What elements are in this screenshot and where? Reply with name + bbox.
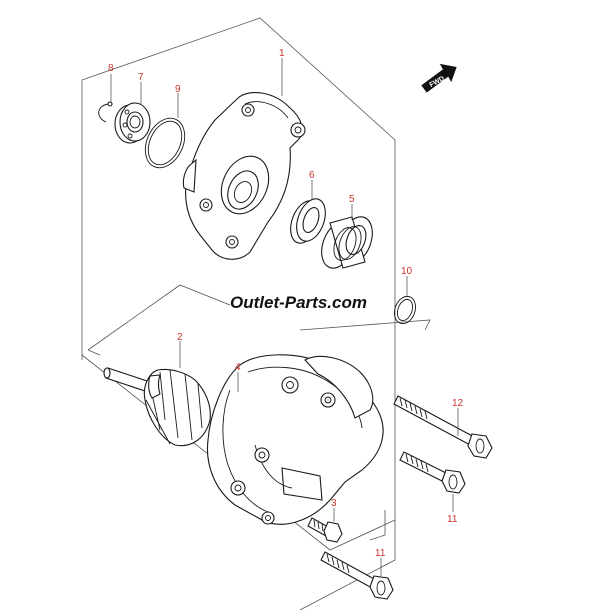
fwd-label: FWD [428,75,445,89]
callout-3: 3 [331,498,337,509]
watermark-text: Outlet-Parts.com [230,293,367,312]
callout-4: 4 [235,362,241,373]
pump-cover-part [182,92,306,260]
callout-5: 5 [349,194,355,205]
callout-12: 12 [452,398,464,409]
bolt-11-lower-part [320,551,394,600]
oil-seal-part [290,198,326,244]
callout-2: 2 [177,332,183,343]
callout-7: 7 [138,72,144,83]
callout-11-upper: 11 [447,514,458,525]
callout-1: 1 [279,48,285,59]
callout-10: 10 [401,266,413,277]
circlip-part [98,101,113,123]
long-bolt-part [393,395,493,459]
small-o-ring-part [394,295,416,325]
mechanical-seal-part [321,216,373,269]
callout-numbers: 8 7 9 1 6 5 10 2 4 12 3 11 11 [108,48,464,559]
o-ring-part [144,117,186,169]
impeller-part [103,367,211,447]
callout-9: 9 [175,84,181,95]
bearing-part [114,102,151,144]
pump-case-part [206,354,384,525]
callout-6: 6 [309,170,315,181]
leader-lines [110,58,459,576]
bolt-11-upper-part [399,451,466,494]
callout-11-lower: 11 [375,548,386,559]
fwd-arrow-icon: FWD [421,63,457,93]
callout-8: 8 [108,63,114,74]
short-bolt-part [307,517,343,543]
